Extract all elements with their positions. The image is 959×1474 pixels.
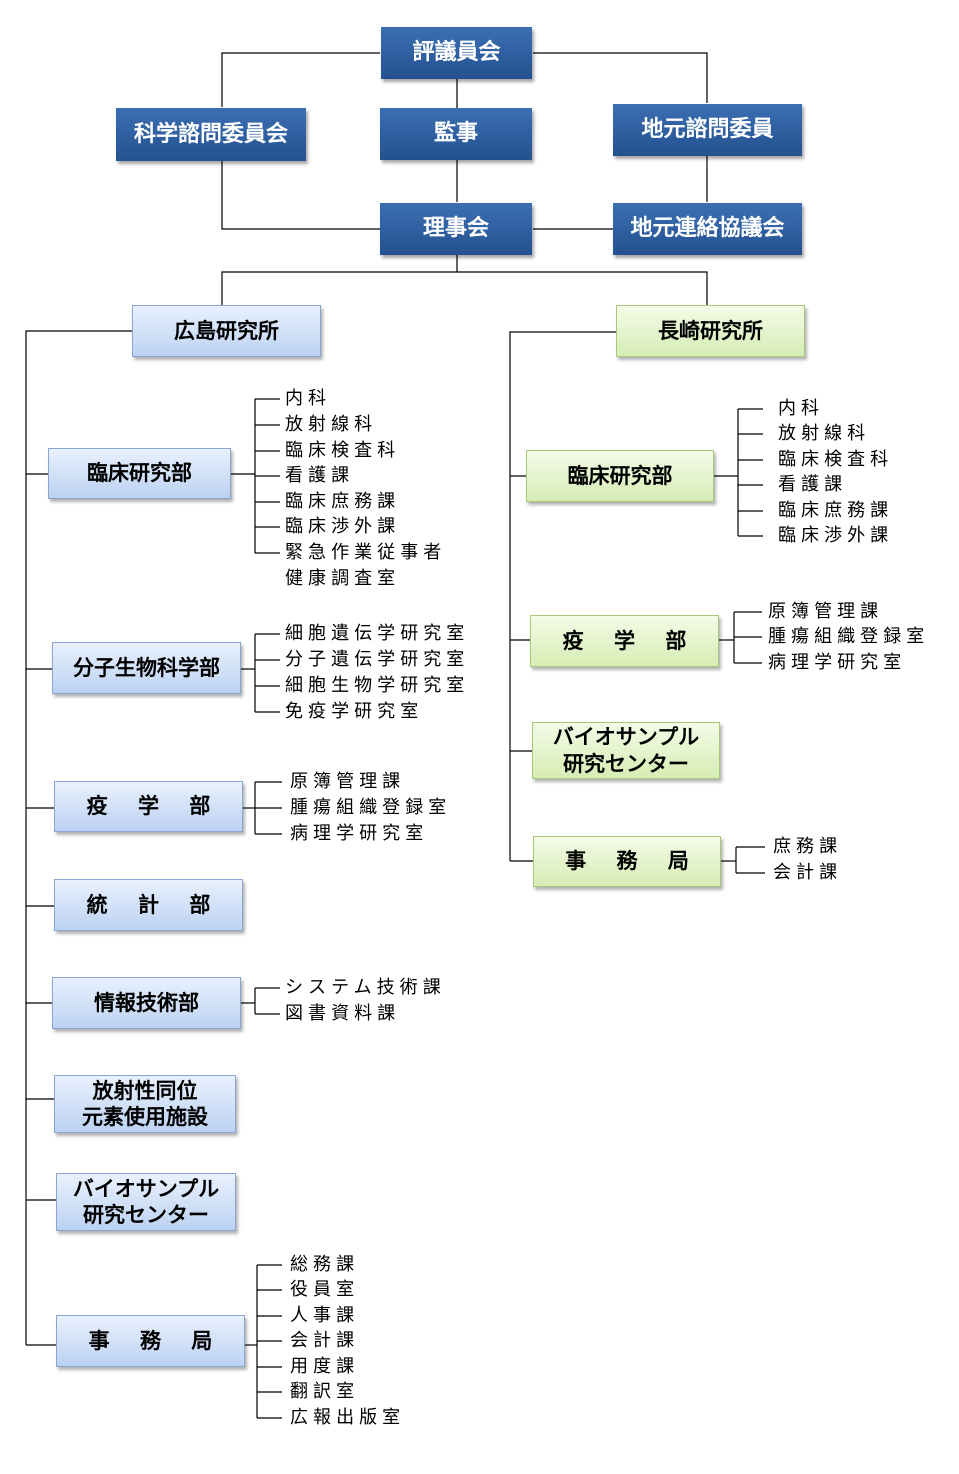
hiroshima-clinical-item: 内科: [285, 388, 332, 409]
hiroshima-spine: [25, 330, 132, 1345]
hiroshima-secretariat-item: 会計課: [290, 1330, 360, 1351]
nagasaki-clinical-item: 内科: [778, 398, 825, 419]
nagasaki-secretariat-box: 事 務 局: [533, 836, 721, 887]
connector-council-science: [221, 52, 380, 107]
hiroshima-epidemiology-box: 疫 学 部: [54, 781, 243, 832]
hiroshima-institute-box: 広島研究所: [132, 305, 321, 357]
local-advisory-box: 地元諮問委員: [613, 104, 802, 156]
hiroshima-it-box: 情報技術部: [52, 977, 241, 1029]
nagasaki-institute-box: 長崎研究所: [616, 305, 805, 357]
hiroshima-clinical-box: 臨床研究部: [48, 448, 231, 499]
nagasaki-clinical-item: 臨床庶務課: [778, 500, 894, 521]
auditor-box: 監事: [380, 108, 532, 160]
hiroshima-secretariat-item: 広報出版室: [290, 1407, 406, 1428]
nagasaki-biosample-line1: バイオサンプル: [552, 725, 700, 750]
nagasaki-epidemiology-box: 疫 学 部: [530, 615, 719, 667]
hiroshima-secretariat-item: 役員室: [290, 1279, 360, 1300]
nagasaki-biosample-box: バイオサンプル 研究センター: [532, 722, 720, 779]
council-box: 評議員会: [381, 27, 532, 79]
hiroshima-radioisotope-line2: 元素使用施設: [82, 1105, 208, 1129]
nagasaki-epidemiology-item: 原簿管理課: [768, 601, 884, 622]
nagasaki-epidemiology-item: 病理学研究室: [768, 652, 907, 673]
nagasaki-clinical-item: 臨床検査科: [778, 449, 894, 470]
connector-science-board: [221, 161, 380, 230]
hiroshima-clinical-item: 健康調査室: [285, 568, 401, 589]
hiroshima-molecular-box: 分子生物科学部: [52, 642, 241, 694]
hiroshima-clinical-item: 緊急作業従事者: [285, 542, 447, 563]
hiroshima-it-item: システム技術課: [285, 977, 446, 998]
board-box: 理事会: [380, 203, 532, 255]
hiroshima-epidemiology-item: 腫瘍組織登録室: [290, 797, 452, 818]
hiroshima-secretariat-box: 事 務 局: [56, 1315, 245, 1367]
hiroshima-statistics-box: 統 計 部: [54, 879, 243, 931]
connector-council-local: [533, 52, 708, 103]
nagasaki-spine: [509, 331, 616, 861]
nagasaki-clinical-box: 臨床研究部: [526, 450, 714, 502]
nagasaki-secretariat-item: 庶務課: [773, 836, 843, 857]
hiroshima-clinical-item: 臨床庶務課: [285, 491, 401, 512]
hiroshima-clinical-item: 看護課: [285, 465, 355, 486]
nagasaki-secretariat-item: 会計課: [773, 862, 843, 883]
nagasaki-clinical-item: 放射線科: [778, 423, 871, 444]
hiroshima-molecular-item: 細胞遺伝学研究室: [285, 623, 470, 644]
connector-branches: [221, 271, 708, 305]
hiroshima-secretariat-item: 用度課: [290, 1356, 360, 1377]
hiroshima-secretariat-item: 人事課: [290, 1305, 360, 1326]
science-advisory-box: 科学諮問委員会: [116, 108, 306, 161]
hiroshima-biosample-box: バイオサンプル 研究センター: [56, 1173, 236, 1231]
hiroshima-clinical-item: 臨床渉外課: [285, 516, 401, 537]
hiroshima-clinical-item: 放射線科: [285, 414, 378, 435]
hiroshima-epidemiology-item: 原簿管理課: [290, 771, 406, 792]
hiroshima-biosample-line1: バイオサンプル: [72, 1176, 220, 1201]
nagasaki-clinical-item: 臨床渉外課: [778, 525, 894, 546]
hiroshima-radioisotope-line1: 放射性同位: [92, 1078, 198, 1103]
hiroshima-clinical-item: 臨床検査科: [285, 440, 401, 461]
hiroshima-it-item: 図書資料課: [285, 1003, 401, 1024]
hiroshima-molecular-item: 免疫学研究室: [285, 701, 424, 722]
hiroshima-molecular-item: 細胞生物学研究室: [285, 675, 470, 696]
hiroshima-radioisotope-box: 放射性同位 元素使用施設: [54, 1075, 236, 1133]
hiroshima-epidemiology-item: 病理学研究室: [290, 823, 429, 844]
nagasaki-biosample-line2: 研究センター: [563, 751, 689, 776]
local-liaison-box: 地元連絡協議会: [613, 203, 802, 255]
nagasaki-clinical-item: 看護課: [778, 474, 848, 495]
nagasaki-epidemiology-item: 腫瘍組織登録室: [768, 626, 930, 647]
hiroshima-biosample-line2: 研究センター: [83, 1203, 209, 1227]
hiroshima-secretariat-item: 翻訳室: [290, 1381, 360, 1402]
hiroshima-molecular-item: 分子遺伝学研究室: [285, 649, 470, 670]
hiroshima-secretariat-item: 総務課: [290, 1254, 360, 1275]
